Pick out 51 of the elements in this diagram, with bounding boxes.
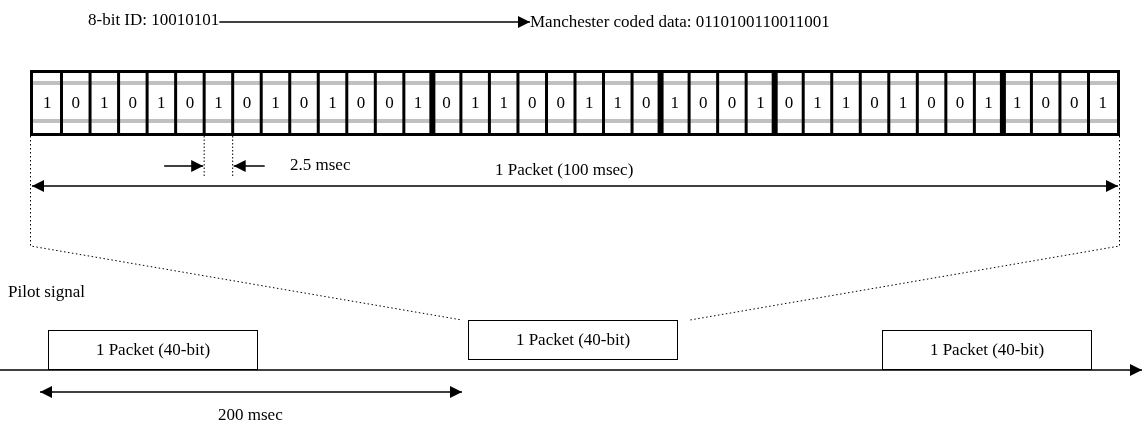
zoom-line — [689, 135, 1120, 321]
bit-digit: 0 — [698, 93, 709, 113]
packet-box: 1 Packet (40-bit) — [48, 330, 258, 370]
bit-digit: 0 — [184, 93, 196, 113]
bit-digit: 1 — [469, 93, 481, 113]
bit-digit: 0 — [441, 93, 452, 113]
bit-digit: 0 — [954, 93, 966, 113]
bit-digit: 1 — [412, 93, 424, 113]
bit-digit: 1 — [897, 93, 909, 113]
bit-digit: 0 — [869, 93, 880, 113]
bit-digit: 0 — [355, 93, 367, 113]
bit-digit: 1 — [983, 93, 994, 113]
bit-digit: 1 — [755, 93, 766, 113]
bit-digit: 1 — [812, 93, 823, 113]
bit-digit: 0 — [241, 93, 253, 113]
signal-label: Pilot signal — [8, 282, 85, 302]
bit-digit: 1 — [1011, 93, 1023, 113]
bit-digit: 1 — [840, 93, 852, 113]
bit-digit: 1 — [1097, 93, 1108, 113]
packet-box: 1 Packet (40-bit) — [882, 330, 1092, 370]
duration-label: 200 msec — [218, 405, 283, 425]
bit-digit: 0 — [555, 93, 566, 113]
bit-digit: 1 — [584, 93, 595, 113]
data-text: 8-bit ID: 10010101 — [88, 10, 220, 30]
duration-label: 2.5 msec — [290, 155, 351, 175]
zoom-line — [30, 135, 463, 321]
bit-digit: 0 — [526, 93, 538, 113]
connector — [218, 16, 531, 28]
bit-digit: 0 — [783, 93, 795, 113]
duration-label: 1 Packet (100 msec) — [495, 160, 634, 180]
bit-digit: 1 — [498, 93, 509, 113]
bit-digit: 0 — [70, 93, 81, 113]
data-text: Manchester coded data: 0110100110011001 — [530, 12, 830, 32]
bit-digit: 0 — [1040, 93, 1051, 113]
bit-digit: 1 — [156, 93, 167, 113]
bit-digit: 1 — [327, 93, 338, 113]
bit-digit: 0 — [641, 93, 652, 113]
bit-digit: 0 — [726, 93, 738, 113]
bit-digit: 0 — [384, 93, 395, 113]
bit-digit: 1 — [99, 93, 110, 113]
bit-digit: 1 — [612, 93, 623, 113]
bit-digit: 1 — [213, 93, 224, 113]
bit-digit: 1 — [270, 93, 281, 113]
packet-box: 1 Packet (40-bit) — [468, 320, 678, 360]
bit-digit: 0 — [1068, 93, 1080, 113]
bit-digit: 1 — [42, 93, 53, 113]
bit-digit: 1 — [669, 93, 681, 113]
bit-digit: 0 — [298, 93, 310, 113]
bit-digit: 0 — [926, 93, 937, 113]
bit-digit: 0 — [127, 93, 139, 113]
bit-sequence-strip — [30, 70, 1120, 136]
